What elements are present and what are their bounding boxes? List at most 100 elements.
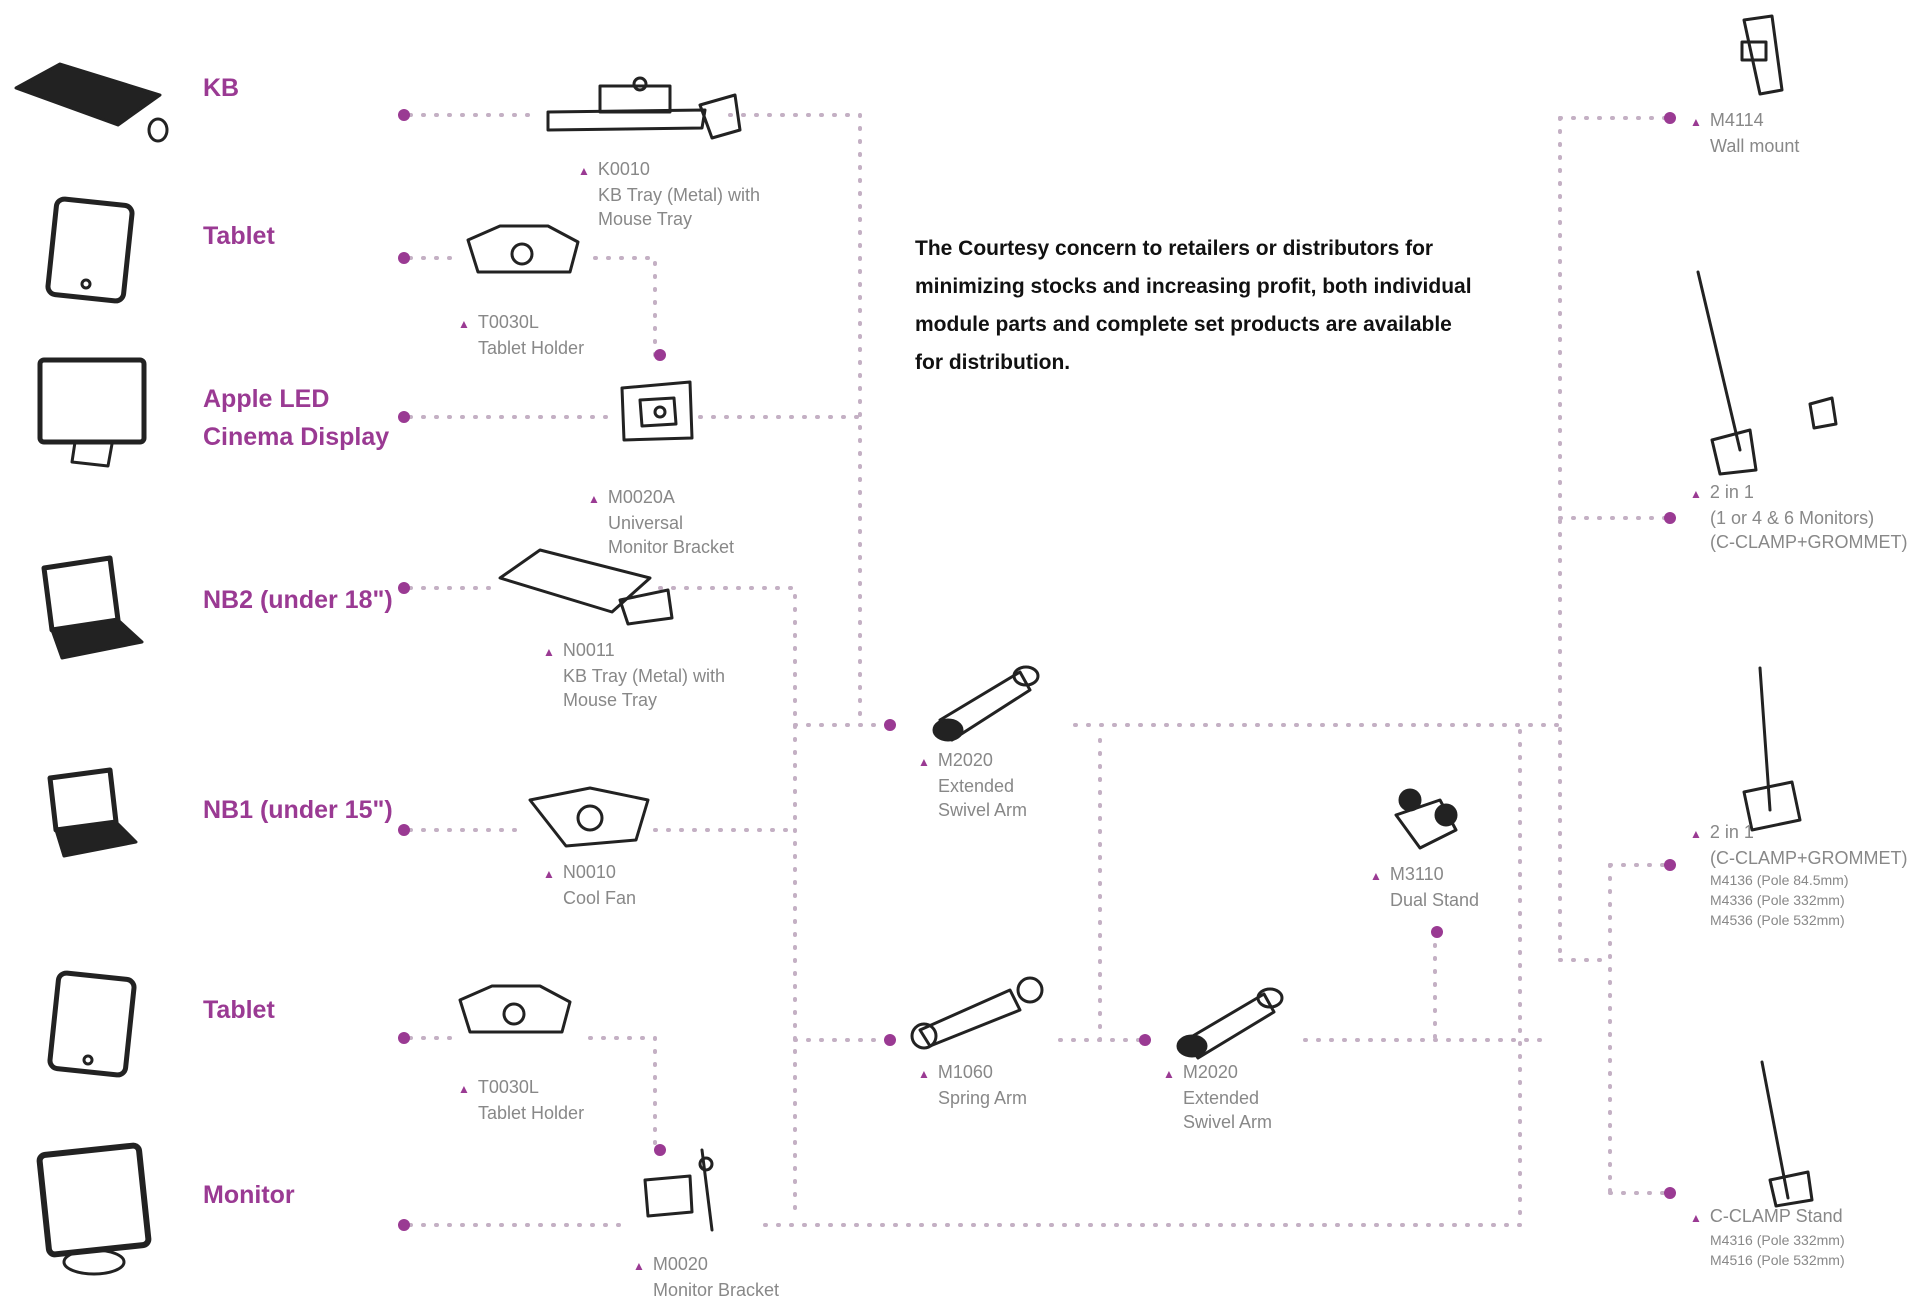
- connector-node-2: [398, 411, 410, 423]
- module-description: Cool Fan: [563, 888, 637, 908]
- mount-model-spec: M4516 (Pole 532mm): [1710, 1252, 1845, 1268]
- mount-code: M4114: [1710, 108, 1799, 134]
- dotted-connector-3: [593, 256, 657, 357]
- connector-node-1: [398, 252, 410, 264]
- notebook-tray-icon: [498, 548, 674, 626]
- mount-model-spec: M4336 (Pole 332mm): [1710, 892, 1845, 908]
- tablet-holder-icon: [458, 984, 572, 1034]
- device-label-5: Tablet: [203, 996, 275, 1024]
- module-description: KB Tray (Metal) with: [563, 666, 726, 686]
- arm-description: Extended: [938, 776, 1015, 796]
- module-code: K0010: [598, 157, 760, 183]
- mount-model-spec: M4316 (Pole 332mm): [1710, 1232, 1845, 1248]
- mount-model-spec: M4136 (Pole 84.5mm): [1710, 872, 1849, 888]
- mount-description: Wall mount: [1710, 136, 1800, 156]
- module-description: Universal: [608, 513, 684, 533]
- mount-caption-2: 2 in 1(C-CLAMP+GROMMET) M4136 (Pole 84.5m…: [1710, 820, 1908, 930]
- connector-node-12: [1431, 926, 1443, 938]
- connector-node-10: [884, 1034, 896, 1046]
- wall-mount-icon: [1740, 14, 1784, 96]
- module-code: T0030L: [478, 310, 584, 336]
- mount-model-spec: M4536 (Pole 532mm): [1710, 912, 1845, 928]
- dotted-connector-13: [763, 723, 1522, 1227]
- monitor-bracket-icon: [620, 380, 694, 442]
- module-description: Mouse Tray: [598, 209, 693, 229]
- pole-clamp-icon: [1742, 666, 1802, 832]
- laptop-icon: [41, 555, 144, 660]
- module-description: Mouse Tray: [563, 690, 658, 710]
- device-label-1: Tablet: [203, 222, 275, 250]
- device-label-3: NB2 (under 18"): [203, 586, 393, 614]
- device-label-6: Monitor: [203, 1181, 295, 1209]
- arm-description: Swivel Arm: [1183, 1112, 1273, 1132]
- connector-lines: [398, 109, 1676, 1231]
- mount-code: 2 in 1: [1710, 480, 1908, 506]
- arm-description: Swivel Arm: [938, 800, 1028, 820]
- mount-description: (C-CLAMP+GROMMET): [1710, 532, 1908, 552]
- keyboard-tray-icon: [546, 76, 742, 140]
- connector-node-3: [398, 582, 410, 594]
- device-label-2: Apple LED Cinema Display: [203, 385, 390, 451]
- module-code: T0030L: [478, 1075, 584, 1101]
- module-description: Monitor Bracket: [653, 1280, 780, 1300]
- connector-node-0: [398, 109, 410, 121]
- monitor-icon: [37, 357, 147, 468]
- module-description: Tablet Holder: [478, 1103, 585, 1123]
- module-code: M0020A: [608, 485, 734, 511]
- device-label-0: KB: [203, 74, 240, 102]
- module-code: N0011: [563, 638, 725, 664]
- arm-description: Spring Arm: [938, 1088, 1028, 1108]
- arm-code: M2020: [938, 748, 1027, 774]
- mount-caption-1: 2 in 1(1 or 4 & 6 Monitors) (C-CLAMP+GROM…: [1710, 480, 1908, 554]
- monitor-icon: [36, 1142, 152, 1276]
- connector-node-7: [654, 349, 666, 361]
- module-description: Tablet Holder: [478, 338, 585, 358]
- swivel-arm-icon: [1176, 987, 1284, 1060]
- tablet-icon: [45, 196, 135, 304]
- c-clamp-stand-icon: [1760, 1060, 1814, 1208]
- connector-node-16: [1664, 1187, 1676, 1199]
- tablet-holder-icon: [466, 224, 580, 274]
- mount-description: (1 or 4 & 6 Monitors): [1710, 508, 1875, 528]
- mount-code: 2 in 1: [1710, 820, 1908, 846]
- distribution-note: The Courtesy concern to retailers or dis…: [915, 237, 1472, 374]
- connector-node-8: [654, 1144, 666, 1156]
- arm-description: Extended: [1183, 1088, 1260, 1108]
- monitor-bracket-icon: [643, 1148, 714, 1232]
- connector-node-4: [398, 824, 410, 836]
- arm-code: M3110: [1390, 862, 1479, 888]
- connector-node-9: [884, 719, 896, 731]
- tablet-icon: [47, 970, 137, 1078]
- mount-code: C-CLAMP Stand: [1710, 1204, 1845, 1230]
- device-label-4: NB1 (under 15"): [203, 796, 393, 824]
- mount-description: (C-CLAMP+GROMMET): [1710, 848, 1908, 868]
- connector-node-5: [398, 1032, 410, 1044]
- arm-description: Dual Stand: [1390, 890, 1480, 910]
- arm-code: M2020: [1183, 1060, 1272, 1086]
- arm-code: M1060: [938, 1060, 1027, 1086]
- module-description: Monitor Bracket: [608, 537, 735, 557]
- dual-stand-icon: [1394, 788, 1458, 850]
- swivel-arm-icon: [932, 665, 1040, 742]
- module-description: KB Tray (Metal) with: [598, 185, 761, 205]
- connector-node-13: [1664, 112, 1676, 124]
- dotted-connector-11: [588, 1036, 657, 1152]
- cool-fan-icon: [528, 786, 650, 848]
- connector-node-15: [1664, 859, 1676, 871]
- multi-pole-mount-icon: [1696, 270, 1838, 476]
- keyboard-icon: [14, 62, 169, 143]
- laptop-icon: [47, 767, 138, 858]
